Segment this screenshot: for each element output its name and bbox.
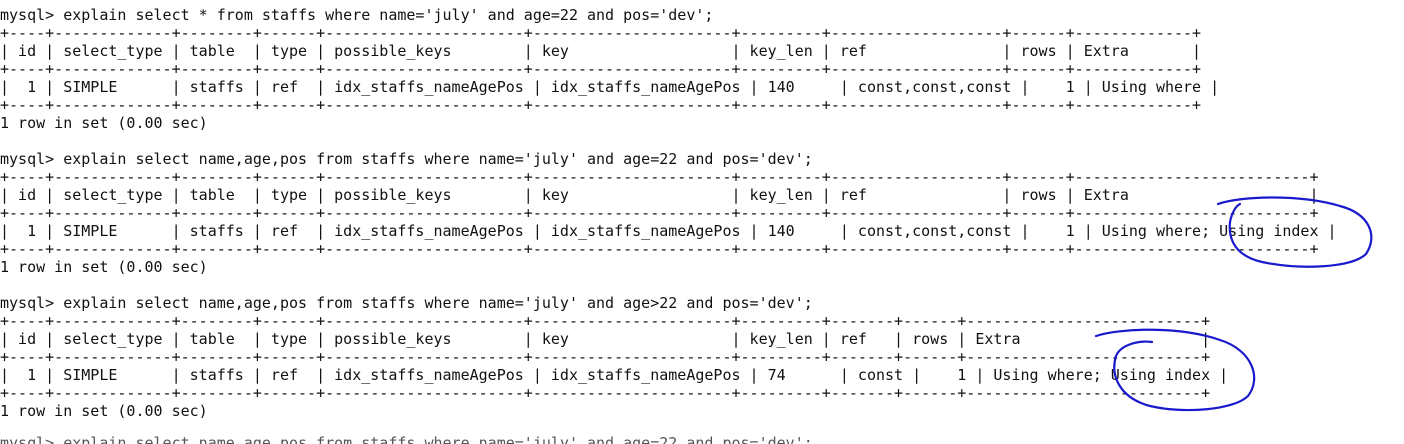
result-line-3: 1 row in set (0.00 sec)	[0, 402, 208, 420]
table-border-bottom-1: +----+-------------+--------+------+----…	[0, 96, 1202, 114]
result-line-1: 1 row in set (0.00 sec)	[0, 114, 208, 132]
table-row-2: | 1 | SIMPLE | staffs | ref | idx_staffs…	[0, 222, 1337, 240]
table-row-1: | 1 | SIMPLE | staffs | ref | idx_staffs…	[0, 78, 1220, 96]
query-line-partial: mysql> explain select name,age,pos from …	[0, 434, 813, 444]
table-row-3: | 1 | SIMPLE | staffs | ref | idx_staffs…	[0, 366, 1229, 384]
table-header-1: | id | select_type | table | type | poss…	[0, 42, 1202, 60]
table-border-mid-3: +----+-------------+--------+------+----…	[0, 348, 1211, 366]
table-border-top-1: +----+-------------+--------+------+----…	[0, 24, 1202, 42]
table-border-top-2: +----+-------------+--------+------+----…	[0, 168, 1319, 186]
table-border-bottom-3: +----+-------------+--------+------+----…	[0, 384, 1211, 402]
result-line-2: 1 row in set (0.00 sec)	[0, 258, 208, 276]
query-line-1: mysql> explain select * from staffs wher…	[0, 6, 714, 24]
table-border-top-3: +----+-------------+--------+------+----…	[0, 312, 1211, 330]
table-border-mid-2: +----+-------------+--------+------+----…	[0, 204, 1319, 222]
table-header-2: | id | select_type | table | type | poss…	[0, 186, 1319, 204]
query-line-2: mysql> explain select name,age,pos from …	[0, 150, 813, 168]
table-border-mid-1: +----+-------------+--------+------+----…	[0, 60, 1202, 78]
table-border-bottom-2: +----+-------------+--------+------+----…	[0, 240, 1319, 258]
query-line-3: mysql> explain select name,age,pos from …	[0, 294, 813, 312]
table-header-3: | id | select_type | table | type | poss…	[0, 330, 1211, 348]
